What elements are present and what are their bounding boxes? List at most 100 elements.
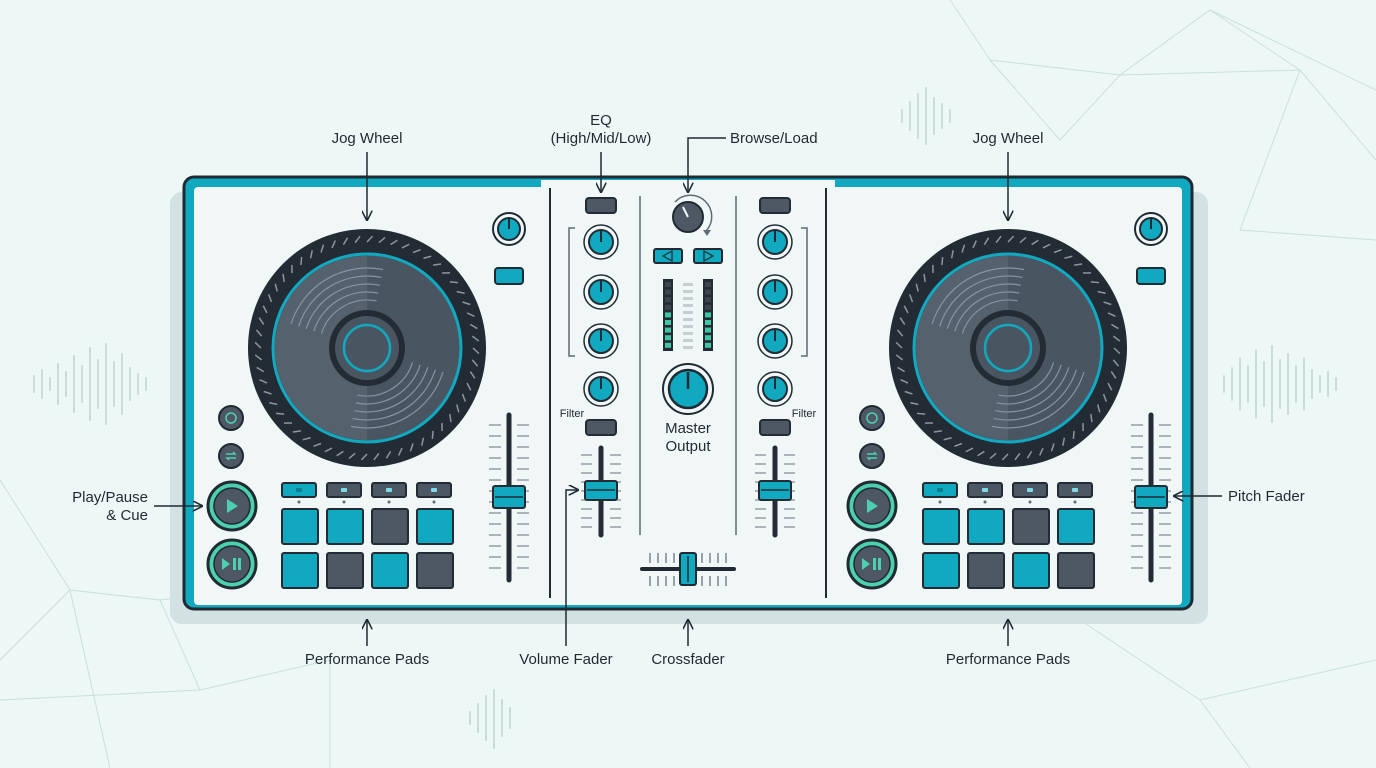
pad-mode-led	[341, 488, 347, 492]
filter-right-label: Filter	[791, 408, 817, 420]
deck-right-pad-6[interactable]	[967, 552, 1005, 589]
deck-right-pad-8[interactable]	[1057, 552, 1095, 589]
cue-icon	[225, 412, 237, 424]
browse-knob[interactable]	[672, 194, 713, 236]
play-pause-label-line1: Play/Pause	[72, 489, 148, 506]
browse-right-button[interactable]	[693, 248, 723, 264]
deck-left-pad-6[interactable]	[326, 552, 364, 589]
channel-left-eq-low-knob[interactable]	[583, 323, 619, 359]
channel-right-eq-high-knob[interactable]	[757, 224, 793, 260]
mixer-separators	[549, 188, 827, 598]
cue-icon	[866, 412, 878, 424]
channel-left-eq-high-knob[interactable]	[583, 224, 619, 260]
vu-meter-left	[663, 279, 673, 351]
deck-left-sync-button[interactable]	[494, 267, 524, 285]
loop-icon	[866, 451, 878, 461]
deck-right-play-button[interactable]	[846, 480, 898, 532]
deck-right-pad-1[interactable]	[922, 508, 960, 545]
deck-left-pad-8[interactable]	[416, 552, 454, 589]
jog-shade	[916, 256, 1008, 440]
deck-left-pad-3[interactable]	[371, 508, 409, 545]
pad-mode-dot	[1073, 500, 1077, 504]
deck-right-pad-7[interactable]	[1012, 552, 1050, 589]
volume-fader-label: Volume Fader	[519, 651, 613, 668]
channel-right-eq-mid-knob[interactable]	[757, 274, 793, 310]
jog-ring-ticks	[895, 235, 1121, 461]
loop-icon	[225, 451, 237, 461]
jog-ring-ticks	[254, 235, 480, 461]
jog-wheel-left[interactable]	[248, 229, 486, 467]
deck-right-pad-4[interactable]	[1057, 508, 1095, 545]
deck-right-sync-button[interactable]	[1136, 267, 1166, 285]
vu-meter-right	[703, 279, 713, 351]
pad-mode-dot	[938, 500, 942, 504]
deck-left-pad-1[interactable]	[281, 508, 319, 545]
eq-label-line1: EQ	[590, 112, 612, 129]
pitch-fader-left[interactable]	[489, 412, 529, 583]
pad-mode-dot	[1028, 500, 1032, 504]
deck-right-pad-3[interactable]	[1012, 508, 1050, 545]
pitch-fader-right[interactable]	[1131, 412, 1171, 583]
play-pause-icon	[222, 558, 241, 570]
mixer-channel-right	[755, 197, 808, 538]
deck-left-play-pause-button[interactable]	[206, 538, 258, 590]
channel-left-cue-button[interactable]	[585, 419, 617, 436]
channel-right-cue-button[interactable]	[759, 419, 791, 436]
pitch-fader-label: Pitch Fader	[1228, 488, 1305, 505]
play-pause-icon	[862, 558, 881, 570]
master-output-label-line1: Master	[665, 420, 711, 437]
performance-pads-right-label: Performance Pads	[945, 651, 1071, 668]
deck-right-pad-5[interactable]	[922, 552, 960, 589]
channel-right-gain-button[interactable]	[759, 197, 791, 214]
play-icon	[227, 499, 238, 513]
crossfader[interactable]	[640, 552, 736, 586]
deck-left-pad-4[interactable]	[416, 508, 454, 545]
jog-grooves	[290, 267, 444, 429]
deck-left-knob[interactable]	[492, 212, 526, 246]
pad-mode-dot	[432, 500, 436, 504]
deck-right-knob[interactable]	[1134, 212, 1168, 246]
jog-wheel-left-label: Jog Wheel	[331, 130, 403, 147]
crossfader-label: Crossfader	[651, 651, 725, 668]
browse-left-button[interactable]	[653, 248, 683, 264]
waveform-left	[33, 343, 147, 425]
pad-mode-dot	[342, 500, 346, 504]
vu-meters	[663, 279, 713, 351]
background-waveforms	[33, 87, 1337, 749]
pad-mode-led	[1072, 488, 1078, 492]
pad-mode-led	[386, 488, 392, 492]
deck-left-pad-2[interactable]	[326, 508, 364, 545]
deck-left-pad-7[interactable]	[371, 552, 409, 589]
pad-mode-led	[982, 488, 988, 492]
jog-wheel-right[interactable]	[889, 229, 1127, 467]
master-output-knob[interactable]	[662, 363, 714, 415]
play-pause-label-line2: & Cue	[106, 507, 148, 524]
browse-load-label: Browse/Load	[730, 130, 818, 147]
channel-left-gain-button[interactable]	[585, 197, 617, 214]
deck-right-cue-small-button[interactable]	[859, 405, 885, 431]
channel-left-eq-mid-knob[interactable]	[583, 274, 619, 310]
mixer-channel-left	[568, 197, 621, 538]
deck-left-play-button[interactable]	[206, 480, 258, 532]
deck-left-cue-small-button[interactable]	[218, 405, 244, 431]
vu-scale	[683, 283, 693, 349]
mixer-inner-separators	[639, 196, 737, 535]
performance-pads-left	[281, 482, 454, 589]
channel-right-eq-low-knob[interactable]	[757, 323, 793, 359]
pad-mode-dot	[387, 500, 391, 504]
deck-left-pad-5[interactable]	[281, 552, 319, 589]
master-output-label-line2: Output	[665, 438, 711, 455]
deck-left-loop-button[interactable]	[218, 443, 244, 469]
waveform-bottom	[469, 689, 511, 749]
channel-left-filter-knob[interactable]	[583, 371, 619, 407]
deck-right-loop-button[interactable]	[859, 443, 885, 469]
deck-right-play-pause-button[interactable]	[846, 538, 898, 590]
waveform-right	[1223, 345, 1337, 423]
browse-left-icon	[661, 249, 673, 263]
eq-bracket	[568, 227, 575, 357]
deck-right-pad-2[interactable]	[967, 508, 1005, 545]
performance-pads-left-label: Performance Pads	[304, 651, 430, 668]
channel-right-filter-knob[interactable]	[757, 371, 793, 407]
